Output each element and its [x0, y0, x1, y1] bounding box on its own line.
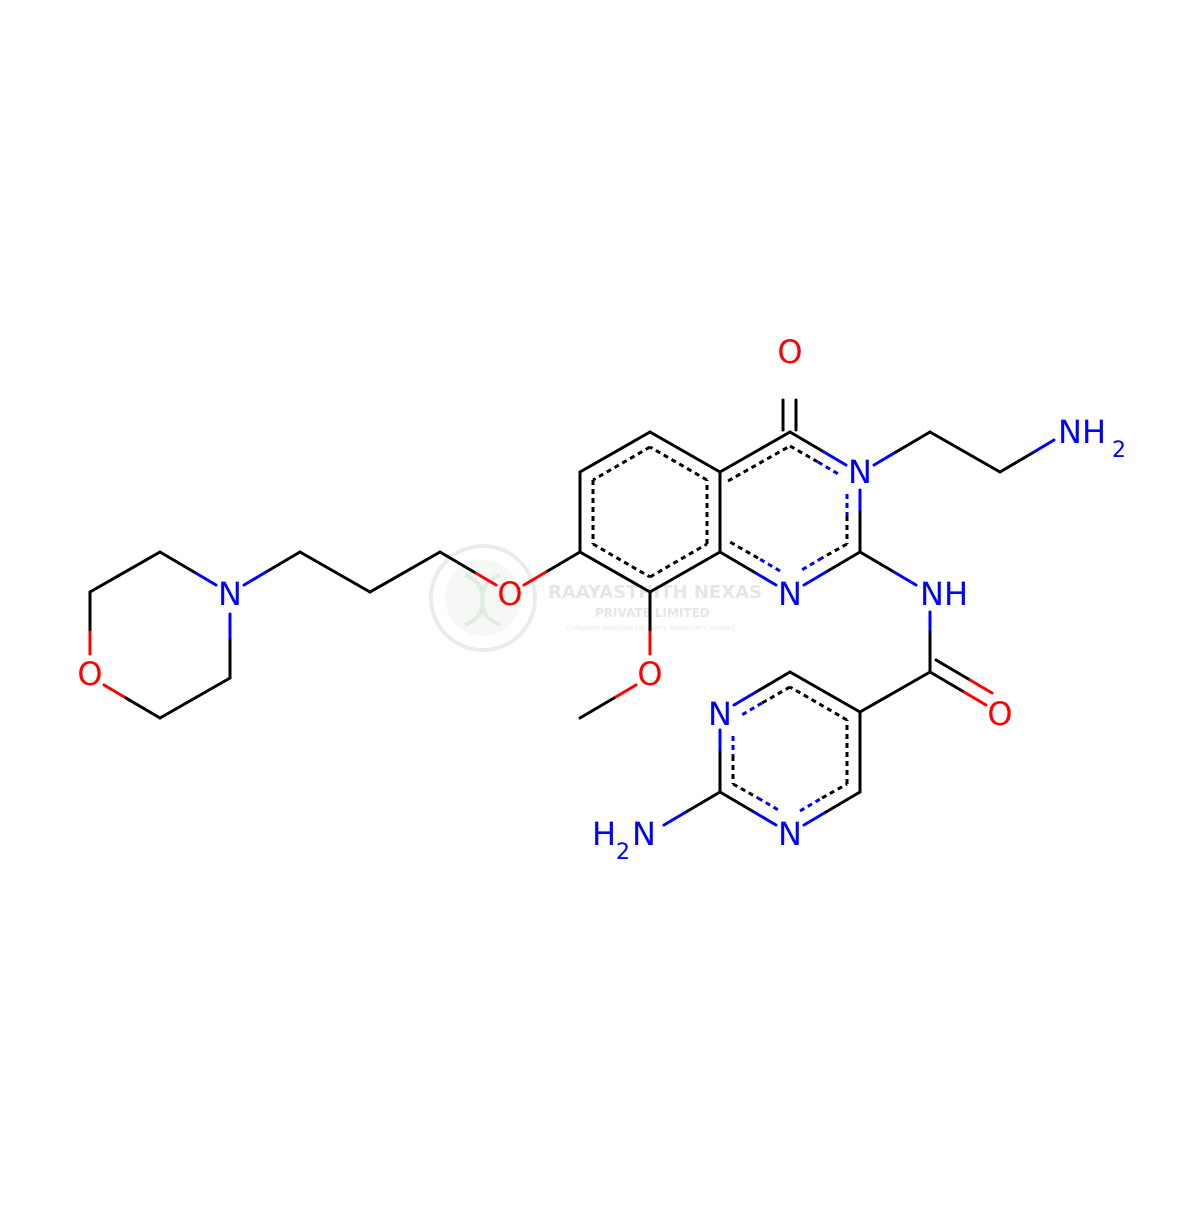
watermark-name: RAAYASTHITH NEXAS	[548, 582, 762, 603]
bond	[578, 696, 616, 720]
atom-o-ether: O	[497, 575, 522, 613]
bond	[824, 790, 862, 814]
bond	[718, 430, 792, 474]
atom-o-amide: O	[987, 695, 1012, 733]
atom-n-pyrimidine-bottom: N	[778, 815, 802, 853]
bond	[264, 550, 302, 574]
bond	[822, 450, 848, 467]
bond-aromatic	[821, 782, 848, 800]
bond-aromatic	[799, 556, 823, 573]
bond	[962, 690, 988, 707]
bond	[752, 570, 778, 587]
bond	[788, 430, 826, 454]
bond-aromatic	[727, 444, 791, 483]
bond	[732, 690, 758, 707]
atom-labels: O N NH 2 N NH O O O N O N N H 2 N	[77, 333, 1126, 865]
bond	[648, 430, 722, 474]
bond	[578, 550, 652, 594]
bond-aromatic	[799, 796, 823, 813]
bond	[192, 570, 218, 587]
bond-aromatic	[649, 445, 708, 482]
atom-nh2-chain-subscript: 2	[1112, 438, 1126, 463]
bond	[522, 570, 548, 587]
bond	[438, 550, 476, 574]
bond	[684, 790, 722, 814]
bond	[578, 430, 652, 474]
bond-aromatic	[729, 540, 759, 560]
bond	[158, 676, 232, 720]
bond	[802, 810, 828, 827]
bond	[858, 550, 896, 574]
bond-aromatic	[761, 685, 791, 705]
bond	[892, 570, 918, 587]
bond	[858, 670, 932, 714]
bond-aromatic	[649, 542, 708, 579]
bond-aromatic	[592, 542, 651, 579]
bond-aromatic	[821, 542, 848, 560]
atom-nh2-chain: NH	[1058, 413, 1106, 451]
atom-o-methoxy: O	[637, 655, 662, 693]
bond	[368, 550, 442, 594]
bond-aromatic	[817, 460, 841, 477]
bond	[124, 696, 162, 720]
bond	[648, 550, 722, 594]
bond	[788, 670, 862, 714]
bond	[472, 570, 498, 587]
bond	[968, 678, 994, 695]
bond	[158, 550, 196, 574]
bond-aromatic	[789, 444, 819, 464]
bond-aromatic	[732, 782, 759, 800]
bond-aromatic	[789, 685, 848, 722]
atom-h2n-h: H	[592, 815, 616, 853]
atom-n-morpholine: N	[218, 575, 242, 613]
bond	[662, 810, 688, 827]
bond	[872, 450, 898, 467]
atom-h2n-subscript: 2	[616, 840, 630, 865]
bond	[934, 658, 972, 682]
atom-n1: N	[778, 575, 802, 613]
bond	[928, 430, 1002, 474]
watermark-subtitle: PRIVATE LIMITED	[595, 606, 710, 620]
bond	[102, 683, 128, 700]
watermark-logo-icon	[429, 544, 537, 652]
atom-o-carbonyl: O	[777, 333, 802, 371]
bond	[894, 430, 932, 454]
bond-aromatic	[739, 701, 763, 718]
bond	[544, 550, 582, 574]
atom-n3: N	[848, 453, 872, 491]
bond	[612, 683, 638, 700]
bond	[718, 550, 756, 574]
bond-aromatic	[757, 556, 781, 573]
bond	[718, 790, 756, 814]
bond	[298, 550, 372, 594]
bond	[824, 550, 862, 574]
bond-aromatic	[592, 445, 651, 482]
bond	[998, 450, 1036, 474]
bond	[752, 810, 778, 827]
bond	[242, 570, 268, 587]
atom-nh-amide: NH	[920, 575, 968, 613]
bond-aromatic	[757, 796, 781, 813]
bond	[88, 550, 162, 594]
bond	[1032, 438, 1056, 454]
bond	[754, 670, 792, 694]
atom-n-pyrimidine-top: N	[708, 695, 732, 733]
atom-o-morpholine: O	[77, 655, 102, 693]
bonds	[88, 398, 1056, 827]
bond	[928, 670, 966, 694]
bond	[802, 570, 828, 587]
atom-h2n-n: N	[632, 815, 656, 853]
